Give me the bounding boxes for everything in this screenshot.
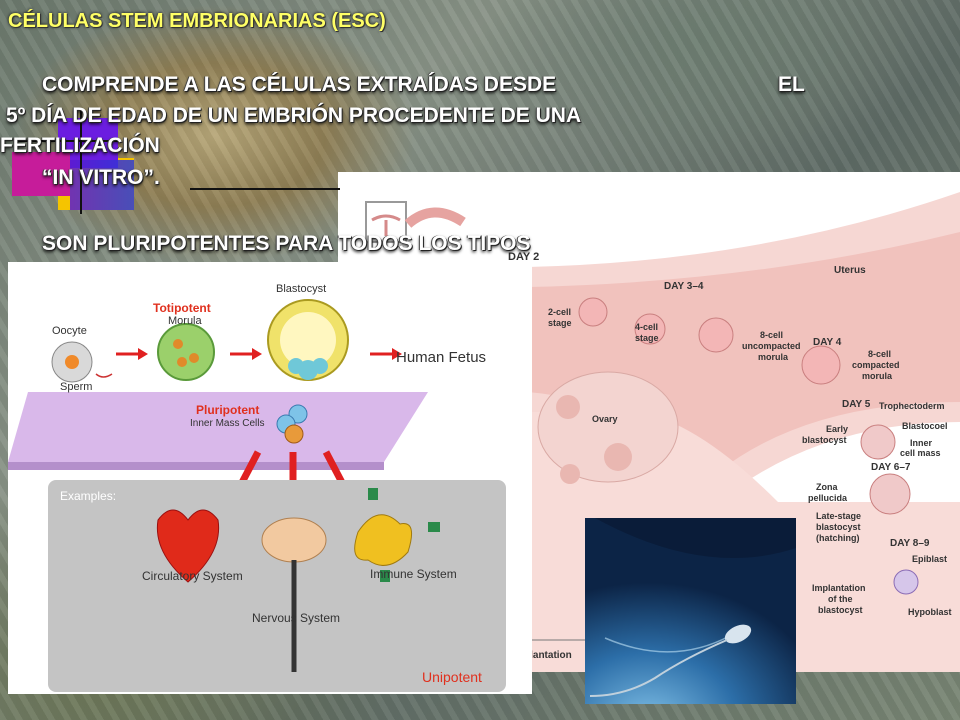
label-pluripotent: Pluripotent	[196, 403, 259, 417]
decor-square-magenta	[12, 152, 70, 196]
label-8cell-c: 8-cell	[868, 349, 891, 359]
label-examples: Examples:	[60, 489, 116, 503]
label-late-blastocyst: blastocyst	[816, 522, 861, 532]
label-blastocyst: Blastocyst	[276, 283, 326, 295]
label-blastocoel: Blastocoel	[902, 421, 948, 431]
sperm-photo	[585, 518, 796, 704]
label-4cell: 4-cell	[635, 322, 658, 332]
label-late-stage: Late-stage	[816, 511, 861, 521]
label-immune: Immune System	[370, 567, 457, 581]
label-totipotent: Totipotent	[153, 301, 211, 315]
potency-diagram-panel: Oocyte Sperm Totipotent Morula Blastocys…	[8, 262, 532, 694]
slide-title: CÉLULAS STEM EMBRIONARIAS (ESC)	[8, 10, 386, 32]
label-impl-blastocyst: blastocyst	[818, 605, 863, 615]
label-unipotent: Unipotent	[422, 669, 482, 685]
potency-diagram: Oocyte Sperm Totipotent Morula Blastocys…	[8, 262, 532, 694]
label-8cell-u: 8-cell	[760, 330, 783, 340]
paragraph2: SON PLURIPOTENTES PARA TODOS LOS TIPOS	[42, 232, 531, 255]
paragraph1-line3: FERTILIZACIÓN	[0, 134, 160, 157]
label-early-blastocyst: blastocyst	[802, 435, 847, 445]
label-compacted: compacted	[852, 360, 900, 370]
label-ovary: Ovary	[592, 414, 618, 424]
label-hypoblast: Hypoblast	[908, 607, 952, 617]
label-day5: DAY 5	[842, 399, 871, 410]
paragraph1-line1: COMPRENDE A LAS CÉLULAS EXTRAÍDAS DESDE	[42, 73, 557, 96]
label-day4: DAY 4	[813, 337, 842, 348]
label-of-the: of the	[828, 594, 853, 604]
decor-line-vertical	[80, 108, 82, 214]
label-inner-mass: Inner Mass Cells	[190, 418, 264, 429]
label-early: Early	[826, 424, 848, 434]
label-morula-c: morula	[862, 371, 893, 381]
label-hatching: (hatching)	[816, 533, 860, 543]
label-nervous: Nervous System	[252, 611, 340, 625]
label-trophectoderm: Trophectoderm	[879, 401, 945, 411]
label-pellucida: pellucida	[808, 493, 848, 503]
label-epiblast: Epiblast	[912, 554, 947, 564]
underline-decor	[190, 188, 340, 190]
label-implantation: Implantation	[812, 583, 866, 593]
label-sperm: Sperm	[60, 381, 92, 393]
label-morula: Morula	[168, 315, 203, 327]
label-4cell-stage: stage	[635, 333, 659, 343]
paragraph1-line2: 5º DÍA DE EDAD DE UN EMBRIÓN PROCEDENTE …	[6, 104, 582, 127]
label-human-fetus: Human Fetus	[396, 349, 486, 366]
label-morula-u: morula	[758, 352, 789, 362]
label-uncompacted: uncompacted	[742, 341, 801, 351]
decor-line-horizontal	[14, 140, 118, 142]
label-circulatory: Circulatory System	[142, 569, 243, 583]
paragraph1-line4: “IN VITRO”.	[42, 166, 160, 189]
label-2cell-stage: stage	[548, 318, 572, 328]
label-2cell: 2-cell	[548, 307, 571, 317]
label-cell-mass: cell mass	[900, 448, 941, 458]
label-day8-9: DAY 8–9	[890, 538, 930, 549]
label-zona: Zona	[816, 482, 838, 492]
label-day2: DAY 2	[508, 251, 539, 263]
label-day6-7: DAY 6–7	[871, 462, 911, 473]
diagram-caption: plantation	[524, 650, 572, 661]
label-oocyte: Oocyte	[52, 325, 87, 337]
sperm-illustration	[589, 518, 796, 697]
label-uterus: Uterus	[834, 265, 866, 276]
paragraph1-line1-end: EL	[778, 73, 805, 96]
label-inner: Inner	[910, 438, 933, 448]
label-day3-4: DAY 3–4	[664, 281, 704, 292]
